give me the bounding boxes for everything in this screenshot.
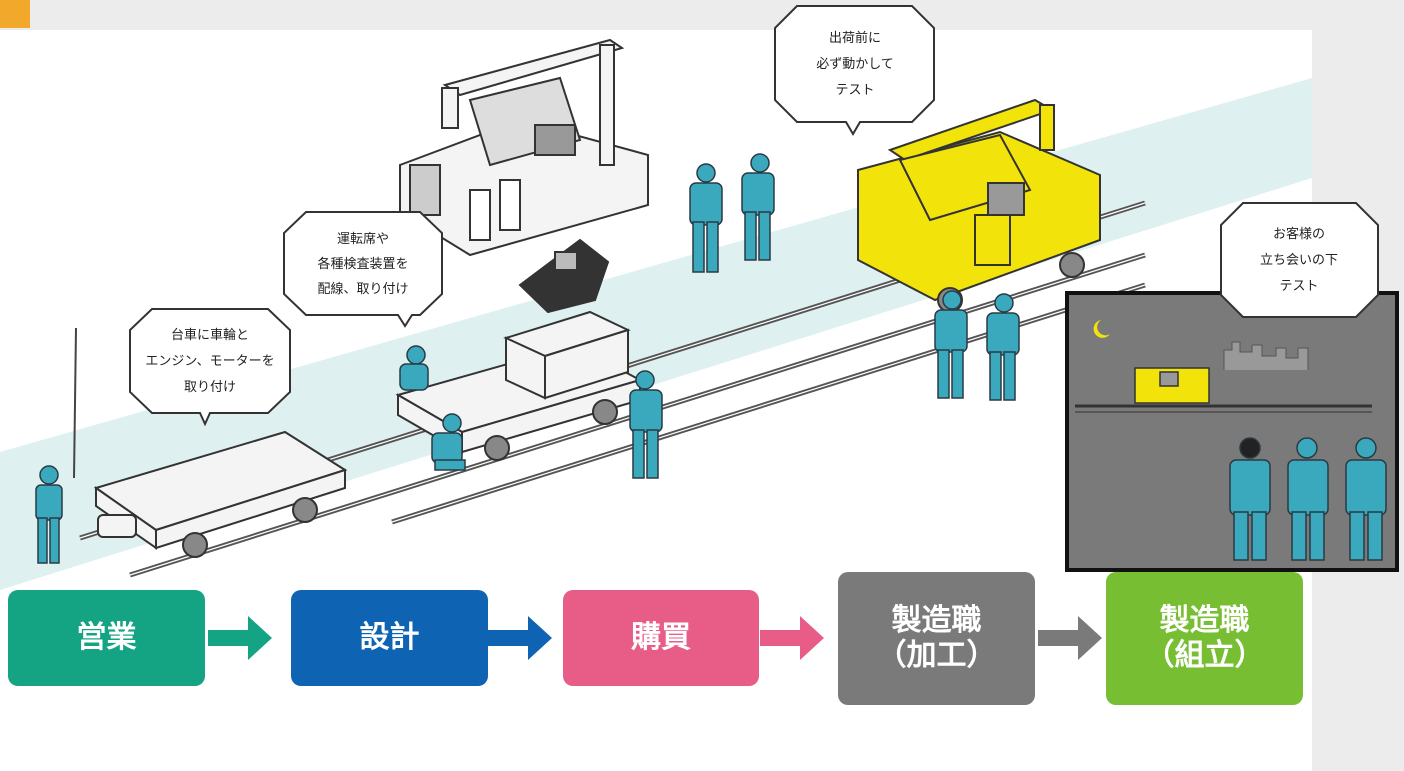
flatcar-chassis <box>93 430 348 558</box>
flow-step-machining-line-1: 製造職 <box>891 603 982 638</box>
bubble-wiring-line-2: 各種検査装置を <box>317 256 408 272</box>
orange-tab <box>0 0 30 28</box>
arrow-right-icon <box>488 616 552 660</box>
flow-step-purchasing-label: 購買 <box>631 619 691 655</box>
bubble-wiring-line-1: 運転席や <box>337 231 389 247</box>
flow-step-machining-line-2: （加工） <box>876 637 997 673</box>
bubble-test-before-ship-line-3: テスト <box>835 83 874 98</box>
bubble-customer-test: お客様の 立ち会いの下 テスト <box>1220 202 1379 318</box>
bubble-wheels-line-1: 台車に車輪と <box>171 327 249 343</box>
skyline <box>1223 341 1309 370</box>
bubble-customer-test-line-1: お客様の <box>1273 226 1325 242</box>
flow-step-assembly-line-1: 製造職 <box>1159 603 1250 638</box>
bubble-wheels-line-3: 取り付け <box>184 380 236 395</box>
flatcar-with-console <box>395 238 643 461</box>
corner-accent <box>0 0 58 30</box>
bubble-wheels: 台車に車輪と エンジン、モーターを 取り付け <box>129 308 291 427</box>
arrow-right-icon <box>760 616 824 660</box>
flow-step-design: 設計 <box>291 590 488 686</box>
flow-step-purchasing: 購買 <box>563 590 759 686</box>
flow-step-assembly-line-2: （組立） <box>1144 637 1265 673</box>
worker-standing-5 <box>986 293 1020 401</box>
worker-seated <box>399 345 429 391</box>
bubble-test-before-ship: 出荷前に 必ず動かして テスト <box>774 5 935 136</box>
workers <box>35 153 1020 564</box>
bubble-wiring: 運転席や 各種検査装置を 配線、取り付け <box>283 211 443 328</box>
flow-step-sales-label: 営業 <box>76 619 137 655</box>
bubble-test-before-ship-line-2: 必ず動かして <box>816 57 894 72</box>
bubble-wheels-line-2: エンジン、モーターを <box>145 354 274 369</box>
flow-step-manufacturing-machining: 製造職 （加工） <box>838 572 1035 705</box>
bubble-wiring-line-3: 配線、取り付け <box>317 281 408 297</box>
crane-cable <box>73 327 77 479</box>
white-locomotive <box>399 38 649 257</box>
moon-icon <box>1093 320 1110 338</box>
worker-standing-3 <box>741 153 775 261</box>
yellow-locomotive <box>857 98 1101 313</box>
worker-standing-1 <box>629 370 663 479</box>
arrow-right-icon <box>1038 616 1102 660</box>
panel-workers <box>1229 437 1387 561</box>
customer-test-panel <box>1065 291 1399 572</box>
bubble-customer-test-line-2: 立ち会いの下 <box>1260 253 1338 268</box>
worker-standing-4 <box>934 290 968 399</box>
bubble-customer-test-line-3: テスト <box>1279 279 1318 294</box>
worker-standing-2 <box>689 163 723 273</box>
mini-yellow-locomotive <box>1134 367 1210 404</box>
flow-step-design-label: 設計 <box>359 619 420 655</box>
arrow-right-icon <box>208 616 272 660</box>
bubble-test-before-ship-line-1: 出荷前に <box>829 30 881 46</box>
worker-crane-operator <box>35 465 63 564</box>
flow-step-manufacturing-assembly: 製造職 （組立） <box>1106 572 1303 705</box>
worker-kneeling <box>431 413 466 471</box>
flow-step-sales: 営業 <box>8 590 205 686</box>
